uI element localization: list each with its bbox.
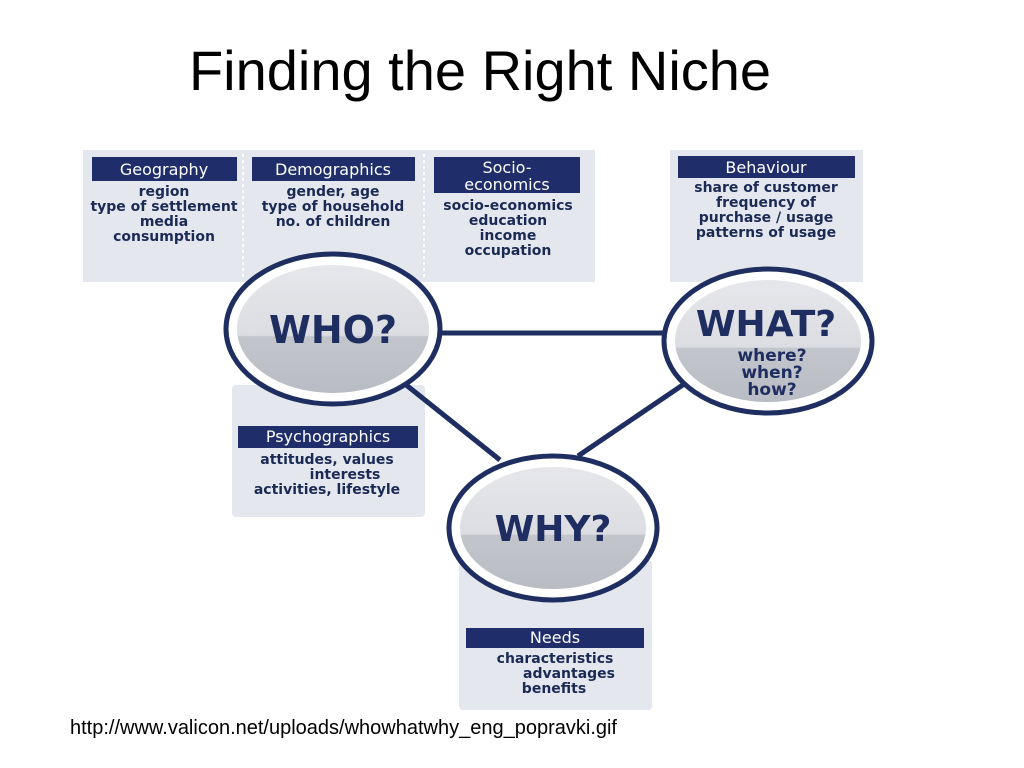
needs-heading: Needs	[530, 628, 580, 647]
who-node: WHO?	[223, 251, 443, 407]
socioeconomics-header	[434, 157, 580, 193]
behaviour-line: frequency of	[716, 195, 817, 211]
socioeconomics-heading-1: Socio-	[482, 158, 531, 177]
socioeconomics-heading-2: economics	[464, 175, 550, 194]
geography-line: region	[139, 184, 190, 200]
needs-line: advantages	[523, 666, 615, 682]
needs-line: benefits	[522, 681, 586, 697]
demographics-heading: Demographics	[275, 160, 391, 179]
why-label: WHY?	[495, 509, 612, 550]
psychographics-header	[238, 426, 418, 448]
geography-heading: Geography	[120, 160, 208, 179]
what-why-connector	[576, 377, 692, 459]
geography-line: media	[140, 214, 188, 230]
why-node: WHY?	[446, 453, 660, 603]
psychographics-panel	[232, 385, 425, 517]
behaviour-line: purchase / usage	[699, 210, 834, 226]
what-sub-how: how?	[747, 380, 796, 400]
socioeconomics-line: socio-economics	[443, 198, 573, 214]
source-url-link[interactable]: http://www.valicon.net/uploads/whowhatwh…	[70, 717, 617, 739]
behaviour-header	[678, 156, 855, 178]
socioeconomics-line: occupation	[465, 243, 552, 259]
geography-header	[92, 157, 237, 181]
demographics-header	[252, 157, 415, 181]
geography-line: type of settlement	[90, 199, 237, 215]
behaviour-line: patterns of usage	[696, 225, 836, 241]
demographics-line: type of household	[262, 199, 405, 215]
psychographics-line: interests	[310, 467, 381, 483]
who-label: WHO?	[269, 308, 397, 352]
demographics-line: gender, age	[286, 184, 379, 200]
needs-header	[466, 628, 644, 648]
what-sub-where: where?	[737, 346, 806, 366]
psychographics-heading: Psychographics	[266, 427, 390, 446]
psychographics-line: activities, lifestyle	[254, 482, 400, 498]
what-sub-when: when?	[741, 363, 802, 383]
geography-line: consumption	[113, 229, 215, 245]
socioeconomics-line: education	[469, 213, 547, 229]
what-node: WHAT? where? when? how?	[661, 266, 875, 416]
demographics-line: no. of children	[276, 214, 391, 230]
who-why-connector	[398, 378, 502, 462]
behaviour-heading: Behaviour	[725, 158, 807, 177]
slide-title: Finding the Right Niche	[188, 39, 772, 102]
psychographics-line: attitudes, values	[260, 452, 394, 468]
needs-line: characteristics	[497, 651, 614, 667]
what-label: WHAT?	[696, 304, 836, 345]
socioeconomics-line: income	[480, 228, 537, 244]
behaviour-line: share of customer	[694, 180, 838, 196]
